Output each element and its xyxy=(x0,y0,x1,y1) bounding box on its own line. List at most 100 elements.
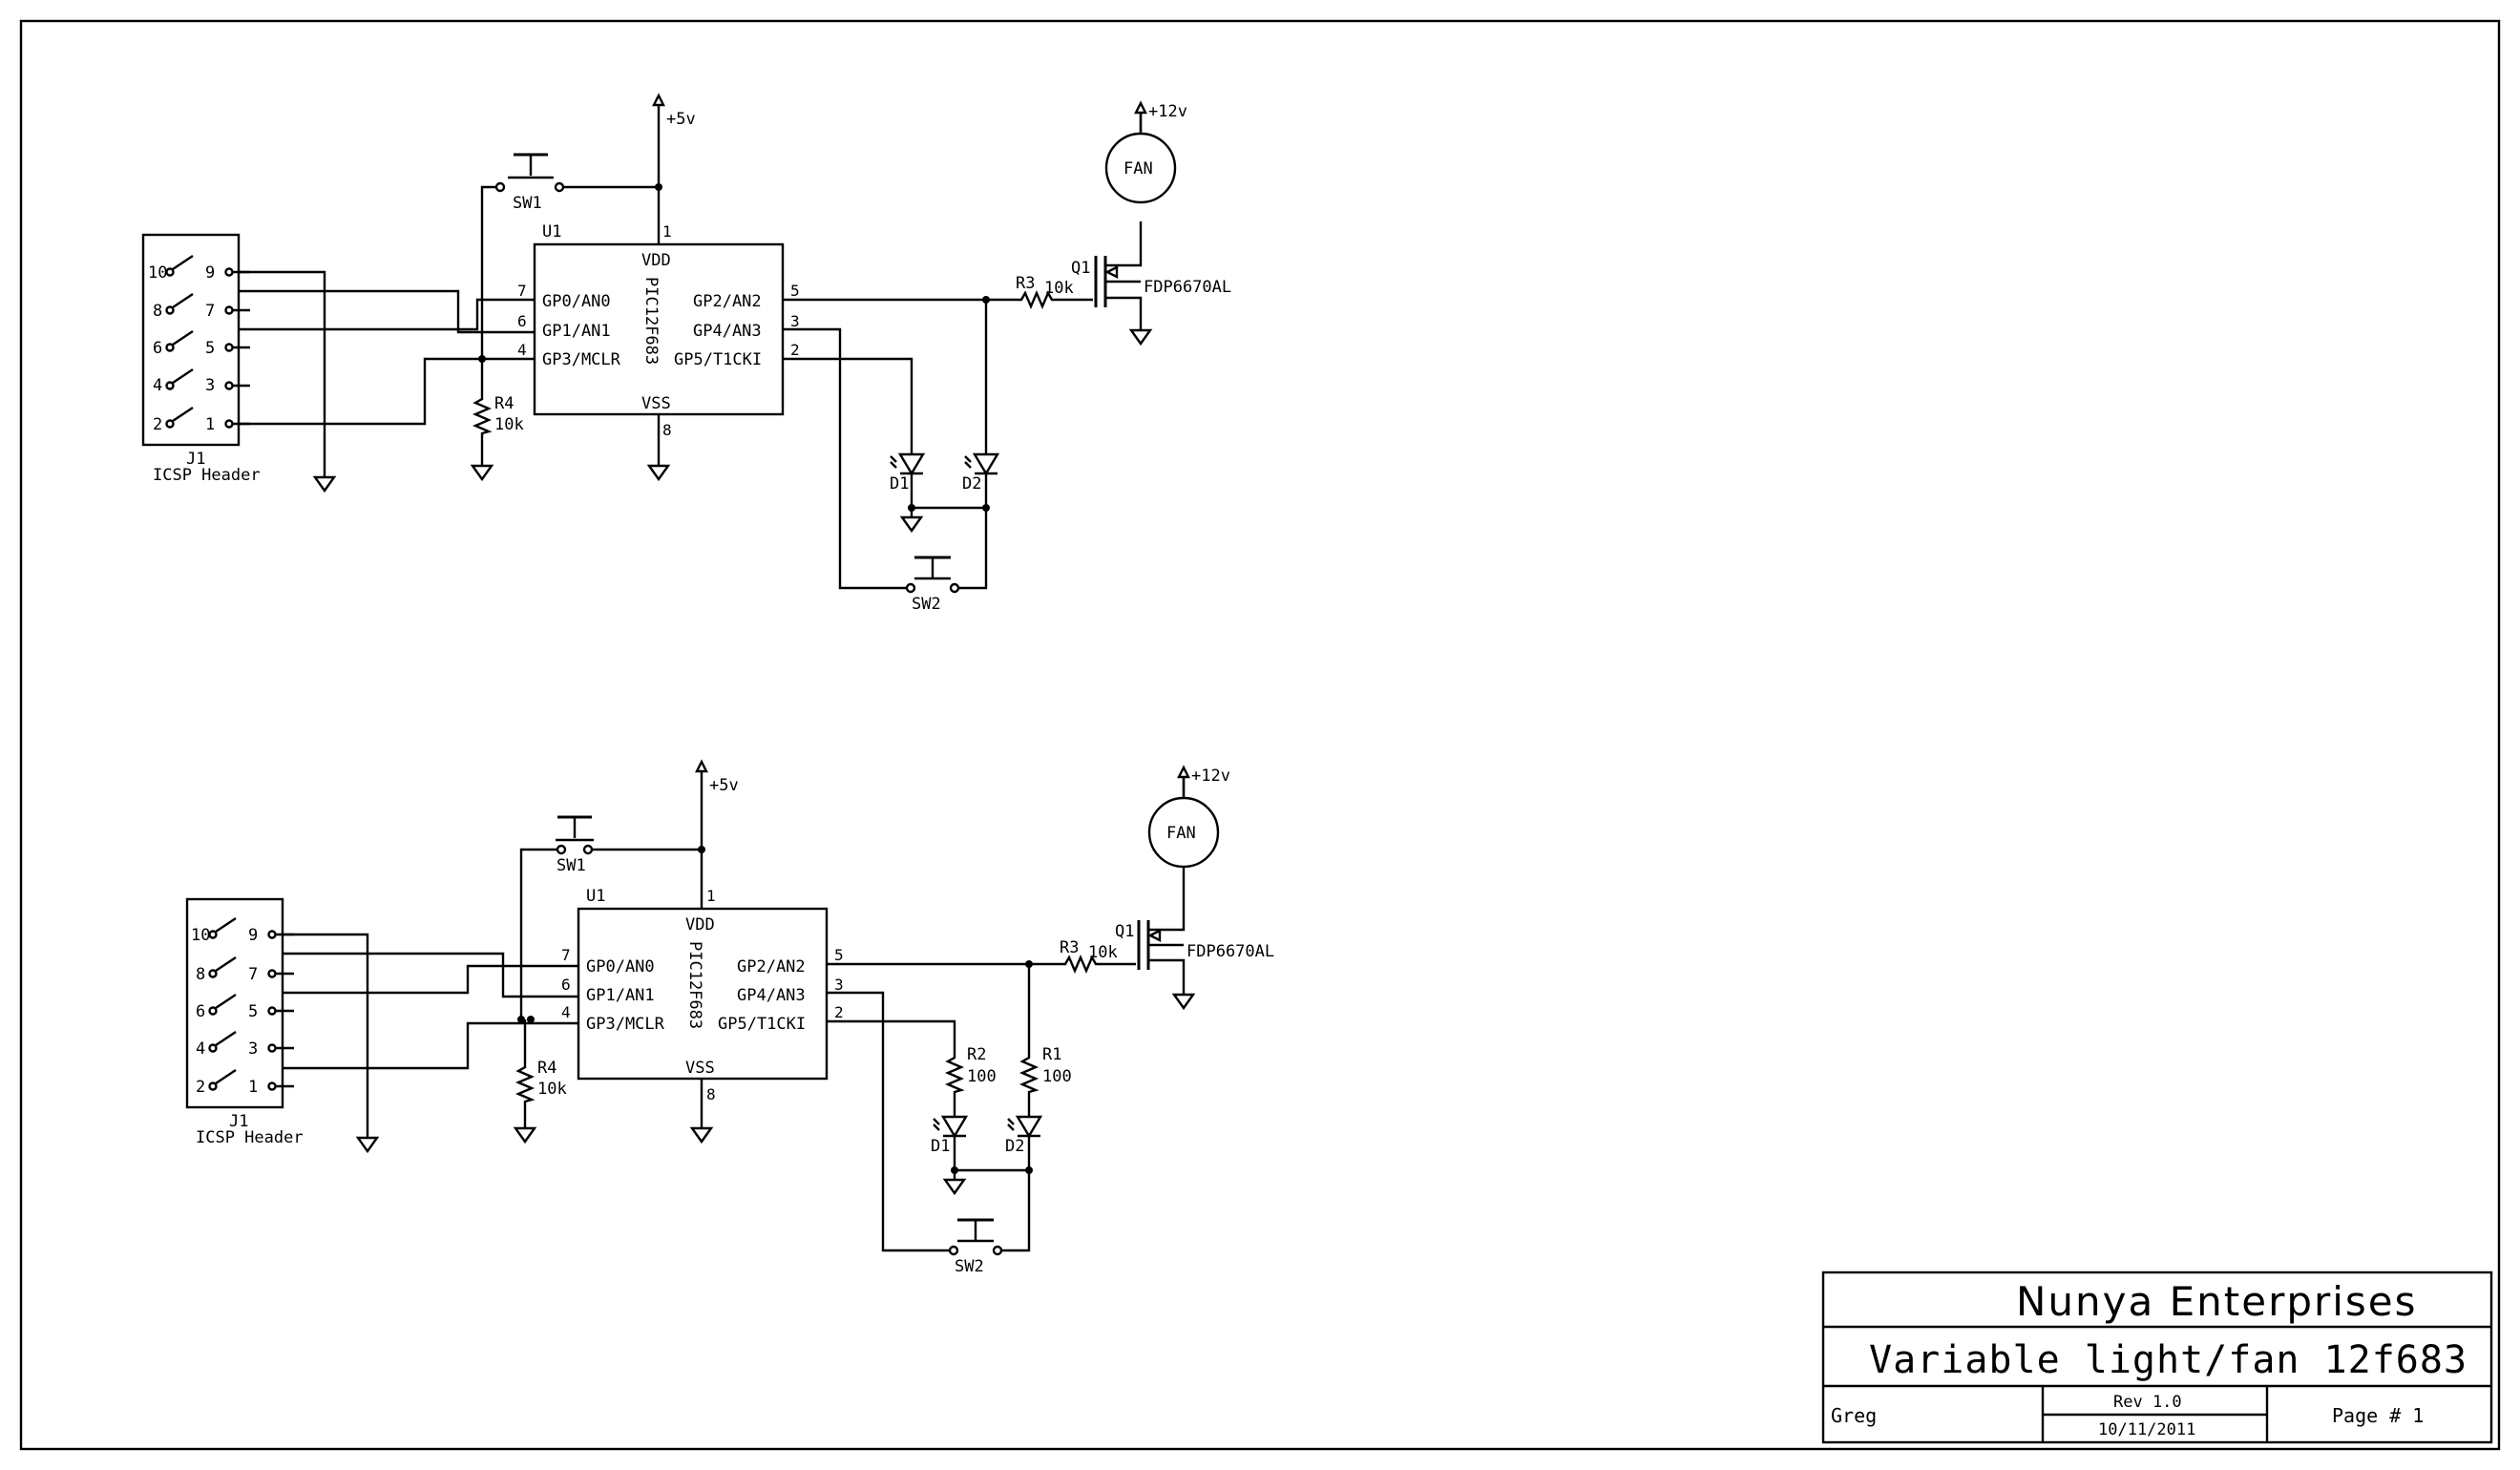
header-pin-8: 8 xyxy=(153,302,162,321)
icsp-label: ICSP Header xyxy=(153,466,261,485)
pin2-4: 4 xyxy=(561,1003,571,1021)
pin2-7: 7 xyxy=(561,946,571,964)
header-pin-10: 10 xyxy=(148,263,167,283)
drawing-title: Variable light/fan 12f683 xyxy=(1869,1338,2468,1382)
d2-label: D2 xyxy=(962,474,981,494)
header2-pin-6: 6 xyxy=(196,1002,205,1021)
gp2-label-2: GP2/AN2 xyxy=(737,957,806,976)
q1-label: Q1 xyxy=(1071,259,1090,278)
header2-pin-1: 1 xyxy=(248,1078,258,1097)
header2-pin-4: 4 xyxy=(196,1040,205,1059)
vcc12-label: +12v xyxy=(1148,102,1187,121)
r3-value: 10k xyxy=(1044,279,1074,298)
pin2-1: 1 xyxy=(706,887,716,905)
header-pin-5: 5 xyxy=(205,339,215,358)
pin2-6: 6 xyxy=(561,976,571,994)
header2-pin-2: 2 xyxy=(196,1078,205,1097)
j1-ref-2: J1 xyxy=(229,1112,248,1131)
pin-4: 4 xyxy=(517,341,527,359)
r3-label: R3 xyxy=(1016,274,1035,293)
revision: Rev 1.0 xyxy=(2113,1393,2182,1412)
q1-label-2: Q1 xyxy=(1115,922,1134,941)
sw1-label-2: SW1 xyxy=(556,856,586,875)
vcc5-label-2: +5v xyxy=(709,776,739,795)
r4-value: 10k xyxy=(494,415,524,434)
r4-value-2: 10k xyxy=(537,1080,567,1099)
gp3-label-2: GP3/MCLR xyxy=(586,1015,665,1034)
title-block: Nunya Enterprises Variable light/fan 12f… xyxy=(1821,1270,2493,1444)
circuit-version-1: 10 9 8 7 6 5 4 3 2 1 J1 ICSP Header xyxy=(141,94,1231,614)
r4-label-2: R4 xyxy=(537,1059,556,1078)
header2-pin-9: 9 xyxy=(248,926,258,945)
mosfet-part: FDP6670AL xyxy=(1144,278,1231,297)
d1-label-2: D1 xyxy=(931,1137,950,1156)
gp2-label: GP2/AN2 xyxy=(693,292,762,311)
d1-label: D1 xyxy=(890,474,909,494)
pin-6: 6 xyxy=(517,312,527,330)
gp0-label: GP0/AN0 xyxy=(542,292,611,311)
header2-pin-3: 3 xyxy=(248,1040,258,1059)
drawing-date: 10/11/2011 xyxy=(2098,1420,2195,1439)
gp5-label-2: GP5/T1CKI xyxy=(718,1015,806,1034)
u1-part-2: PIC12F683 xyxy=(685,941,704,1029)
mosfet-part-2: FDP6670AL xyxy=(1186,942,1274,961)
sheet-border xyxy=(19,19,2501,1451)
header2-pin-7: 7 xyxy=(248,965,258,984)
header2-pin-5: 5 xyxy=(248,1002,258,1021)
u1-ref-2: U1 xyxy=(586,887,605,906)
gp1-label-2: GP1/AN1 xyxy=(586,986,655,1005)
vdd-label-2: VDD xyxy=(685,915,715,934)
vcc5-label: +5v xyxy=(666,110,696,129)
r2-label: R2 xyxy=(967,1045,986,1064)
r4-label: R4 xyxy=(494,394,514,413)
header-pin-6: 6 xyxy=(153,339,162,358)
vss-label-2: VSS xyxy=(685,1059,715,1078)
pin-7: 7 xyxy=(517,282,527,300)
icsp-label-2: ICSP Header xyxy=(196,1128,304,1147)
gp5-label: GP5/T1CKI xyxy=(674,350,762,369)
pin-2: 2 xyxy=(790,341,800,359)
circuit-version-2: 10 9 8 7 6 5 4 3 2 1 J1 ICSP Header xyxy=(185,760,1274,1276)
r2-value: 100 xyxy=(967,1067,997,1086)
pin2-5: 5 xyxy=(834,946,844,964)
gp1-label: GP1/AN1 xyxy=(542,322,611,341)
pin-1: 1 xyxy=(662,222,672,241)
fan-label-2: FAN xyxy=(1166,824,1196,843)
r3-value-2: 10k xyxy=(1088,943,1118,962)
header-pin-3: 3 xyxy=(205,376,215,395)
sw2-label-2: SW2 xyxy=(955,1257,984,1276)
header-pin-9: 9 xyxy=(205,263,215,283)
company-name: Nunya Enterprises xyxy=(2016,1278,2418,1325)
u1-ref: U1 xyxy=(542,222,561,242)
gp0-label-2: GP0/AN0 xyxy=(586,957,655,976)
pin2-2: 2 xyxy=(834,1003,844,1021)
fan-label: FAN xyxy=(1124,159,1153,178)
r3-label-2: R3 xyxy=(1060,938,1079,957)
r1-value: 100 xyxy=(1042,1067,1072,1086)
vdd-label: VDD xyxy=(641,251,671,270)
gp4-label: GP4/AN3 xyxy=(693,322,762,341)
header-pin-2: 2 xyxy=(153,415,162,434)
header2-pin-10: 10 xyxy=(191,926,210,945)
vcc12-label-2: +12v xyxy=(1191,766,1230,786)
vss-label: VSS xyxy=(641,394,671,413)
pin-3: 3 xyxy=(790,312,800,330)
r1-label: R1 xyxy=(1042,1045,1061,1064)
header-pin-1: 1 xyxy=(205,415,215,434)
icsp-header-1 xyxy=(141,233,241,447)
pin2-3: 3 xyxy=(834,976,844,994)
sw1-label: SW1 xyxy=(513,194,542,213)
icsp-header-2 xyxy=(185,897,284,1109)
j1-ref: J1 xyxy=(186,450,205,469)
header-pin-7: 7 xyxy=(205,302,215,321)
gp3-label: GP3/MCLR xyxy=(542,350,621,369)
header2-pin-8: 8 xyxy=(196,965,205,984)
gp4-label-2: GP4/AN3 xyxy=(737,986,806,1005)
header-pin-4: 4 xyxy=(153,376,162,395)
d2-label-2: D2 xyxy=(1005,1137,1024,1156)
sw2-label: SW2 xyxy=(912,595,941,614)
author-name: Greg xyxy=(1831,1404,1877,1427)
u1-part: PIC12F683 xyxy=(641,277,661,365)
page-number: Page # 1 xyxy=(2332,1404,2424,1427)
